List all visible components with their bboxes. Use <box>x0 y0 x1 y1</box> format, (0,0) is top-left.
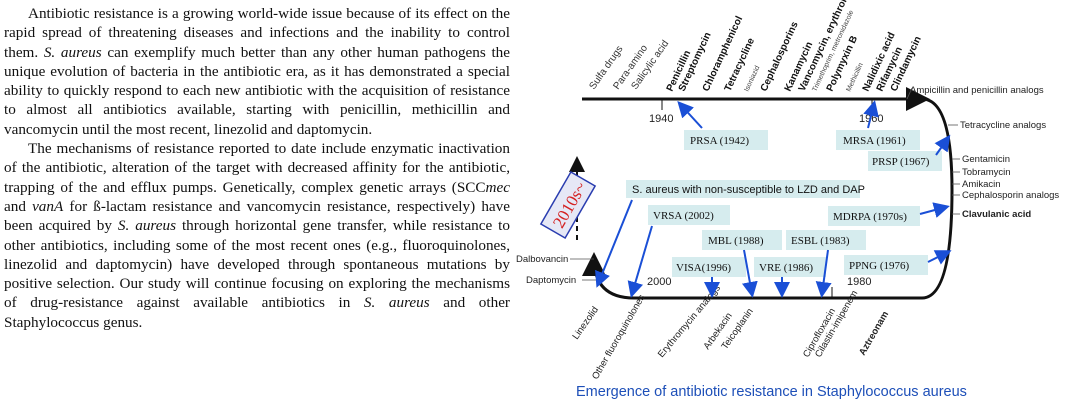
timeline-svg: 1940 1960 2000 1980 Sulfa drugs Para-ami… <box>516 0 1059 400</box>
box-prsa <box>684 130 768 150</box>
right-label: Cephalosporin analogs <box>962 190 1059 201</box>
paragraph-2: The mechanisms of resistance reported to… <box>4 139 510 332</box>
right-label: Ampicillin and penicillin analogs <box>910 85 1044 96</box>
box-prsp <box>868 151 942 171</box>
box-vre-text: VRE (1986) <box>759 262 813 274</box>
paragraph-1: Antibiotic resistance is a growing world… <box>4 4 510 139</box>
text-run: through horizontal gene transfer, while … <box>4 217 510 312</box>
right-label: Gentamicin <box>962 154 1010 165</box>
era-stamp: 2010s~ <box>539 170 597 240</box>
species-name: S. aureus <box>43 43 102 61</box>
box-mbl-text: MBL (1988) <box>708 235 764 247</box>
right-label: Tetracycline analogs <box>960 120 1046 131</box>
box-vre <box>754 257 826 277</box>
gene-name: vanA <box>32 197 64 215</box>
bottom-label: Erythromycin analogs <box>656 283 723 360</box>
text-run: for ß-lactam resistance and vancomycin r… <box>4 197 510 235</box>
text-run: The mechanisms of resistance reported to… <box>4 140 510 196</box>
box-ppng <box>844 255 928 275</box>
figure-caption: Emergence of antibiotic resistance in St… <box>576 384 967 400</box>
bottom-label: Aztreonam <box>857 309 891 357</box>
resistance-timeline-figure: 1940 1960 2000 1980 Sulfa drugs Para-ami… <box>512 0 1072 407</box>
left-label: Dalbovancin <box>516 254 568 265</box>
box-vrsa-text: VRSA (2002) <box>653 210 714 222</box>
right-label: Clavulanic acid <box>962 209 1031 220</box>
species-name: S. aureus <box>117 217 177 235</box>
bottom-label: Other fluoroquinolones <box>590 293 648 382</box>
gene-name: mec <box>485 178 510 196</box>
box-mbl <box>702 230 782 250</box>
right-label: Tobramycin <box>962 167 1011 178</box>
text-run: and <box>4 197 33 215</box>
top-ticks <box>661 99 873 110</box>
year-2000: 2000 <box>647 276 671 288</box>
right-label: Amikacin <box>962 179 1001 190</box>
right-leaders <box>952 158 960 215</box>
year-1940: 1940 <box>649 113 673 125</box>
text-run: Antibiotic resistance is a growing world… <box>4 5 510 61</box>
box-ppng-text: PPNG (1976) <box>849 260 910 272</box>
text-run: can exemplify much better than any other… <box>4 43 511 138</box>
box-mrsa-text: MRSA (1961) <box>843 135 906 147</box>
species-name: S. aureus <box>363 294 430 312</box>
box-esbl-text: ESBL (1983) <box>791 235 850 247</box>
box-nonsus <box>626 180 860 198</box>
blue-arrows <box>595 100 952 298</box>
left-label: Daptomycin <box>526 275 576 286</box>
box-prsa-text: PRSA (1942) <box>690 135 749 147</box>
bottom-label: Linezolid <box>570 305 601 342</box>
box-mdrpa-text: MDRPA (1970s) <box>833 211 907 223</box>
bottom-ticks <box>631 287 833 298</box>
body-text: Antibiotic resistance is a growing world… <box>4 4 510 332</box>
label-boxes: PRSA (1942) MRSA (1961) PRSP (1967) S. a… <box>626 130 942 277</box>
text-run: and other Staphylococcus genus. <box>4 294 510 331</box>
box-vrsa <box>648 205 730 225</box>
box-mrsa <box>836 130 920 150</box>
year-1980: 1980 <box>847 276 871 288</box>
box-visa <box>672 257 746 277</box>
box-mdrpa <box>828 206 920 226</box>
box-visa-text: VISA(1996) <box>676 262 731 274</box>
box-prsp-text: PRSP (1967) <box>872 156 930 168</box>
box-nonsus-text: S. aureus with non-susceptible to LZD an… <box>632 184 865 196</box>
box-esbl <box>786 230 866 250</box>
